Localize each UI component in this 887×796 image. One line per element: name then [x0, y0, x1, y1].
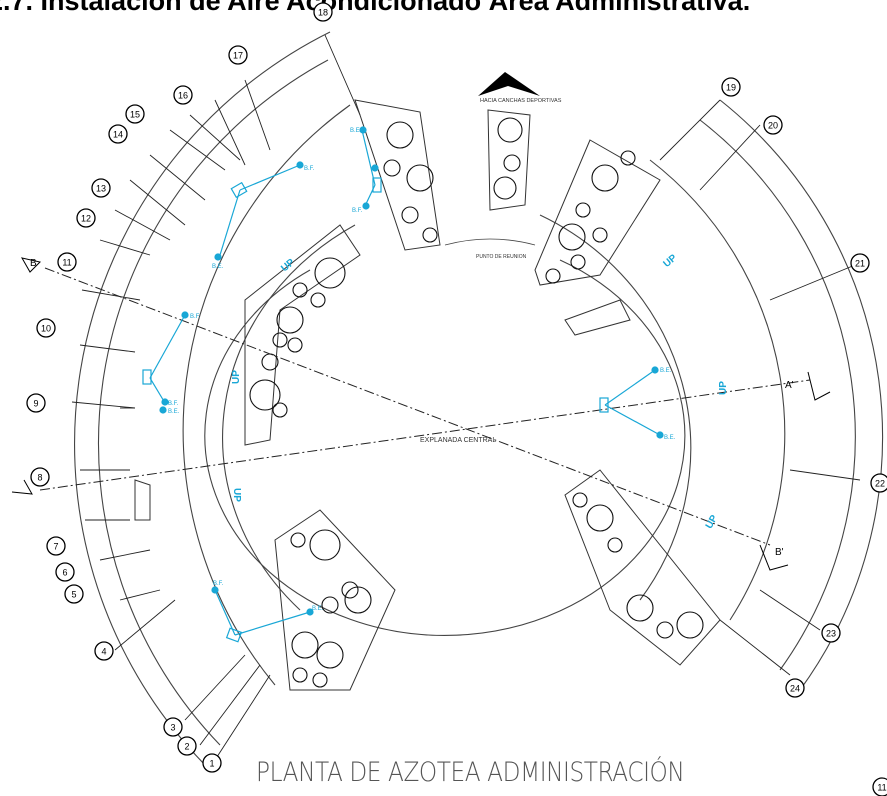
document-heading: 2.7. Instalación de Aire Acondicionado Á…: [0, 0, 751, 16]
axis-number: 15: [130, 110, 140, 120]
axis-bubble-7: 7: [46, 536, 66, 556]
axis-number: 8: [37, 473, 42, 483]
wall-left-stub: [134, 479, 151, 521]
axis-number: 16: [178, 91, 188, 101]
bf-label: B.F.: [168, 401, 179, 407]
axis-number: 4: [101, 647, 106, 657]
center-label: EXPLANADA CENTRAL: [420, 437, 496, 444]
axis-bubble-11b: 11: [872, 777, 887, 796]
axis-bubble-13: 13: [91, 178, 111, 198]
planter-southeast: [564, 469, 721, 666]
plaza-circle: [204, 259, 686, 636]
axis-number: 22: [875, 479, 885, 489]
axis-bubble-12: 12: [76, 208, 96, 228]
planter-north-center: [487, 109, 531, 211]
axis-number: 6: [62, 568, 67, 578]
bf-label: B.F.: [213, 581, 224, 587]
inner-ring-right: [539, 214, 692, 601]
axis-bubble-2: 2: [177, 736, 197, 756]
up-marker: UP: [661, 252, 679, 270]
section-label-a-prime: A': [785, 380, 794, 391]
axis-bubble-5: 5: [64, 584, 84, 604]
inner-arc-right: [699, 119, 856, 671]
north-arrow-icon: [478, 72, 540, 96]
axis-number: 1: [209, 759, 214, 769]
axis-bubble-1: 1: [202, 753, 222, 773]
planter-north-right: [534, 139, 661, 286]
planter-southwest: [274, 509, 396, 691]
outer-arc-left: [74, 31, 331, 771]
up-marker: UP: [231, 488, 242, 502]
axis-number: 20: [768, 121, 778, 131]
section-line-b: [44, 267, 771, 546]
axis-bubble-21: 21: [850, 253, 870, 273]
axis-number: 18: [318, 8, 328, 18]
axis-bubble-19: 19: [721, 77, 741, 97]
be-label: B.E.: [664, 435, 676, 441]
axis-number: 10: [41, 324, 51, 334]
north-label: HACIA CANCHAS DEPORTIVAS: [480, 98, 562, 104]
axis-number: 11: [62, 258, 71, 268]
be-label: B.E.: [212, 264, 224, 270]
up-marker: UP: [704, 513, 721, 531]
axis-number: 2: [184, 742, 189, 752]
axis-number: 14: [113, 130, 123, 140]
up-marker: UP: [231, 370, 242, 384]
bf-label: B.F.: [352, 208, 363, 214]
axis-bubble-24: 24: [785, 678, 805, 698]
axis-bubble-9: 9: [26, 393, 46, 413]
axis-bubble-8: 8: [30, 467, 50, 487]
axis-bubble-18: 18: [313, 2, 333, 22]
up-marker: UP: [718, 381, 729, 395]
axis-bubble-14: 14: [108, 124, 128, 144]
axis-number: 3: [170, 723, 175, 733]
axis-number: 11: [877, 783, 886, 793]
be-label: B.E.: [350, 128, 362, 134]
bf-label: B.F.: [190, 314, 201, 320]
ac-equipment: [142, 126, 664, 643]
axis-bubble-11: 11: [57, 252, 77, 272]
axis-number: 9: [33, 399, 38, 409]
axis-bubble-22: 22: [870, 473, 887, 493]
axis-bubble-4: 4: [94, 641, 114, 661]
be-label: B.E.: [312, 606, 324, 612]
section-label-b: B: [30, 258, 37, 269]
wall-arc-left: [182, 104, 351, 686]
planter-north-left: [354, 99, 441, 251]
wall-right-stub: [564, 299, 631, 336]
section-line-a: [39, 379, 811, 491]
axis-bubble-16: 16: [173, 85, 193, 105]
tree-symbols: [249, 117, 704, 688]
stage-pattern: [444, 238, 536, 246]
axis-number: 19: [726, 83, 736, 93]
axis-bubble-23: 23: [821, 623, 841, 643]
axis-number: 17: [233, 51, 243, 61]
axis-bubble-3: 3: [163, 717, 183, 737]
axis-bubble-6: 6: [55, 562, 75, 582]
stage-label: PUNTO DE REUNION: [476, 254, 527, 260]
axis-bubbles: 1234567891011121314151617181920212223241…: [26, 2, 887, 796]
axis-number: 7: [53, 542, 58, 552]
inner-arc-left: [98, 59, 329, 746]
inner-ring-left: [222, 224, 356, 611]
axis-bubble-10: 10: [36, 318, 56, 338]
axis-bubble-17: 17: [228, 45, 248, 65]
axis-bubble-15: 15: [125, 104, 145, 124]
axis-bubble-20: 20: [763, 115, 783, 135]
up-marker: UP: [279, 257, 297, 275]
planter-west: [244, 224, 361, 446]
plan-title: PLANTA DE AZOTEA ADMINISTRACIÓN: [256, 757, 685, 788]
axis-number: 24: [790, 684, 800, 694]
axis-number: 12: [81, 214, 91, 224]
be-label: B.E.: [168, 409, 180, 415]
axis-number: 5: [71, 590, 76, 600]
be-label: B.E.: [660, 368, 672, 374]
bf-label: B.F.: [304, 166, 315, 172]
axis-number: 23: [826, 629, 836, 639]
section-label-b-prime: B': [775, 547, 784, 558]
axis-number: 21: [855, 259, 865, 269]
outer-arc-right: [719, 99, 884, 691]
axis-number: 13: [96, 184, 106, 194]
